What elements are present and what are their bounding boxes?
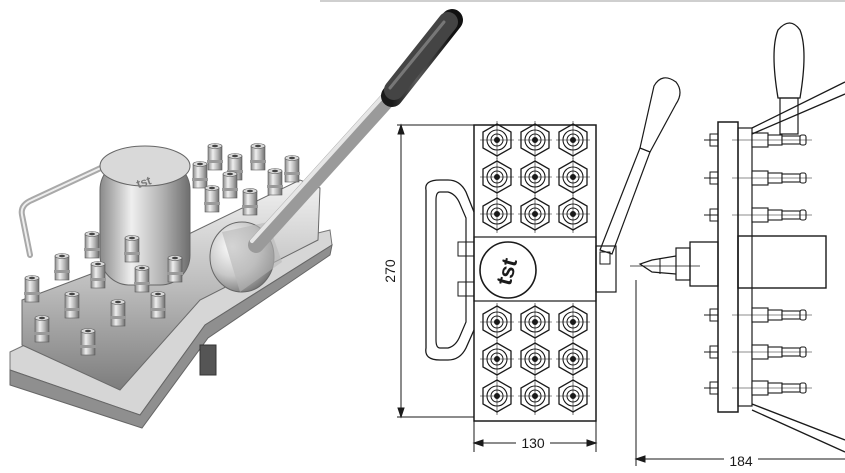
dimension-height-label: 270 — [382, 259, 398, 283]
front-fittings-bottom — [479, 302, 591, 416]
front-fittings-top — [479, 120, 591, 234]
side-view-drawing — [320, 0, 845, 453]
side-fittings — [731, 132, 813, 396]
front-view-drawing — [425, 77, 681, 422]
photo-logo: tst — [135, 173, 153, 191]
front-handle — [425, 179, 475, 361]
dimension-depth-label: 184 — [729, 453, 753, 469]
lever-rod — [248, 80, 406, 253]
dimension-height — [397, 123, 474, 419]
product-photo: tst — [9, 9, 463, 429]
front-logo-circle — [479, 241, 537, 299]
side-lever — [773, 22, 805, 135]
side-plate — [717, 121, 739, 413]
dimension-width-label: 130 — [521, 435, 545, 451]
side-housing — [737, 235, 827, 289]
front-lever — [599, 77, 681, 255]
front-logo: tst — [491, 255, 522, 288]
